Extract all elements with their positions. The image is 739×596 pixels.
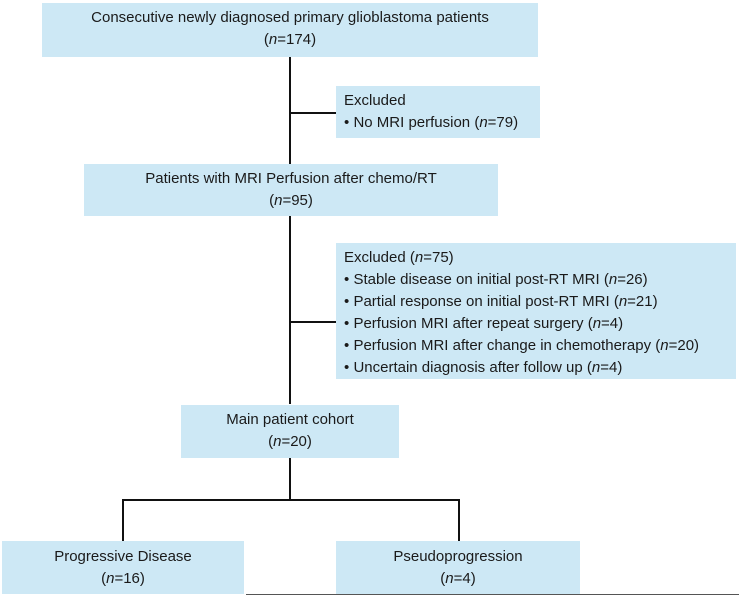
excluded-1-box: Excluded • No MRI perfusion (n=79) <box>336 86 540 138</box>
connector-cohort-down <box>289 457 291 500</box>
progressive-disease-count: (n=16) <box>101 570 145 587</box>
progressive-disease-box: Progressive Disease (n=16) <box>2 541 244 594</box>
excluded-2-item: • Perfusion MRI after repeat surgery (n=… <box>344 315 624 332</box>
excluded-2-item: • Partial response on initial post-RT MR… <box>344 293 658 310</box>
bullet-icon: • <box>344 337 350 354</box>
connector-split-horizontal <box>122 499 460 501</box>
excluded-2-item: • Uncertain diagnosis after follow up (n… <box>344 359 623 376</box>
initial-cohort-title: Consecutive newly diagnosed primary glio… <box>91 9 489 26</box>
excluded-2-item: • Stable disease on initial post-RT MRI … <box>344 271 648 288</box>
bullet-icon: • <box>344 315 350 332</box>
perfusion-cohort-title: Patients with MRI Perfusion after chemo/… <box>145 170 437 187</box>
initial-cohort-box: Consecutive newly diagnosed primary glio… <box>42 3 538 57</box>
connector-to-pseudo <box>458 499 460 542</box>
bottom-divider <box>246 594 739 595</box>
main-cohort-count: (n=20) <box>268 433 312 450</box>
excluded-1-item: • No MRI perfusion (n=79) <box>344 114 519 131</box>
connector-initial-to-perfusion <box>289 56 291 166</box>
pseudoprogression-box: Pseudoprogression (n=4) <box>336 541 580 594</box>
excluded-1-title: Excluded <box>344 92 406 109</box>
bullet-icon: • <box>344 114 350 131</box>
main-cohort-box: Main patient cohort (n=20) <box>181 405 399 458</box>
connector-branch-excluded-2 <box>289 321 336 323</box>
connector-perfusion-to-cohort <box>289 215 291 404</box>
excluded-2-box: Excluded (n=75) • Stable disease on init… <box>336 243 736 379</box>
pseudoprogression-title: Pseudoprogression <box>393 548 523 565</box>
excluded-2-item: • Perfusion MRI after change in chemothe… <box>344 337 700 354</box>
connector-to-progressive <box>122 499 124 542</box>
excluded-2-title: Excluded (n=75) <box>344 249 454 266</box>
bullet-icon: • <box>344 271 350 288</box>
pseudoprogression-count: (n=4) <box>440 570 476 587</box>
connector-branch-excluded-1 <box>289 112 336 114</box>
progressive-disease-title: Progressive Disease <box>54 548 192 565</box>
initial-cohort-count: (n=174) <box>263 31 317 48</box>
bullet-icon: • <box>344 293 350 310</box>
perfusion-cohort-count: (n=95) <box>269 192 313 209</box>
perfusion-cohort-box: Patients with MRI Perfusion after chemo/… <box>84 164 498 216</box>
main-cohort-title: Main patient cohort <box>226 411 354 428</box>
bullet-icon: • <box>344 359 350 376</box>
